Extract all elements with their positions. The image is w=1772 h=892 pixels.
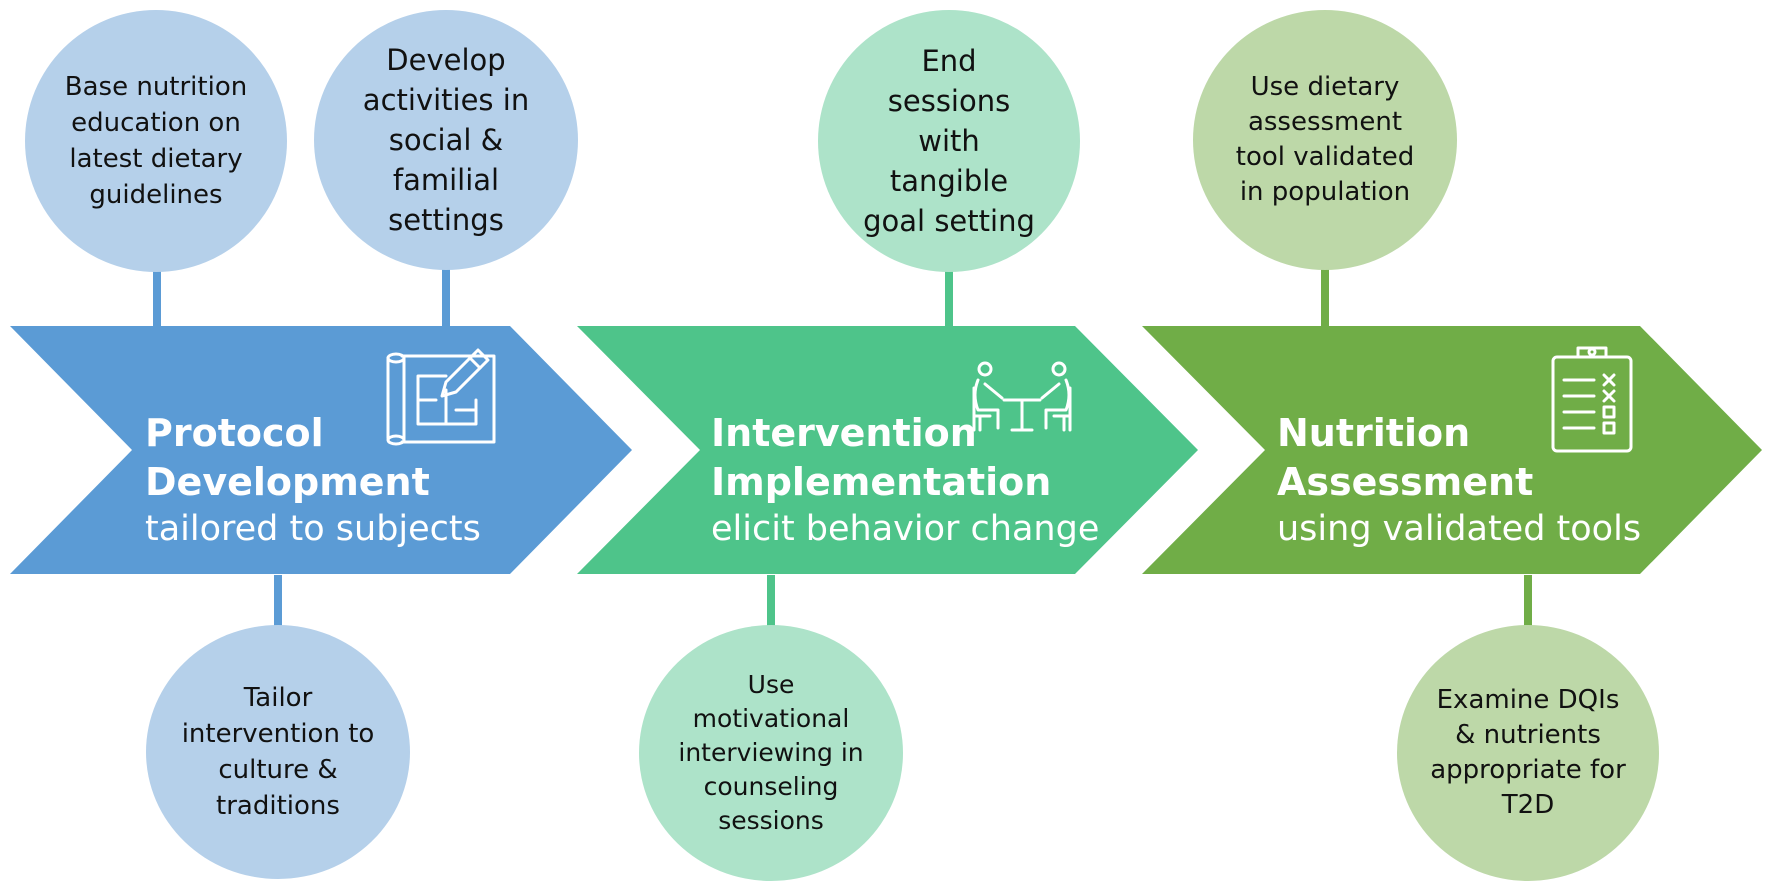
stage-subtitle: elicit behavior change	[711, 509, 1100, 549]
bubble-goal-setting: End sessions with tangible goal setting	[818, 10, 1080, 272]
stage-title-line1: Intervention	[711, 411, 977, 455]
bubble-motivational-interviewing: Use motivational interviewing in counsel…	[639, 625, 903, 881]
bubble-dqis-nutrients: Examine DQIs & nutrients appropriate for…	[1397, 625, 1659, 881]
bubble-text: End sessions with tangible goal setting	[863, 44, 1035, 238]
bubble-tailor-intervention: Tailor intervention to culture & traditi…	[146, 625, 410, 879]
bubble-text: Use dietary assessment tool validated in…	[1235, 72, 1415, 207]
stage-label-intervention: Intervention Implementation elicit behav…	[711, 409, 1099, 551]
stage-subtitle: using validated tools	[1277, 509, 1642, 549]
bubble-text: Examine DQIs & nutrients appropriate for…	[1430, 685, 1626, 820]
clipboard-checklist-icon	[1551, 346, 1633, 453]
stage-title-line1: Protocol	[145, 411, 324, 455]
stage-chevron-protocol	[10, 326, 632, 574]
bubble-social-activities: Develop activities in social & familial …	[314, 10, 578, 270]
stage-title-line1: Nutrition	[1277, 411, 1471, 455]
bubble-text: Base nutrition education on latest dieta…	[64, 72, 248, 210]
bubble-dietary-assessment-tool: Use dietary assessment tool validated in…	[1193, 10, 1457, 270]
stage-title-line2: Implementation	[711, 460, 1052, 504]
stage-label-assessment: Nutrition Assessment using validated too…	[1277, 409, 1641, 551]
stage-label-protocol: Protocol Development tailored to subject…	[145, 409, 481, 551]
blueprint-pencil-icon	[386, 348, 496, 446]
bubble-text: Develop activities in social & familial …	[362, 43, 530, 237]
bubble-text: Use motivational interviewing in counsel…	[678, 670, 864, 835]
counseling-meeting-icon	[972, 361, 1072, 432]
stage-title-line2: Assessment	[1277, 460, 1534, 504]
stage-chevron-intervention	[577, 326, 1198, 574]
stage-chevron-assessment	[1142, 326, 1762, 574]
stage-subtitle: tailored to subjects	[145, 509, 481, 549]
stage-title-line2: Development	[145, 460, 430, 504]
bubble-nutrition-education: Base nutrition education on latest dieta…	[25, 10, 287, 272]
bubble-text: Tailor intervention to culture & traditi…	[181, 683, 375, 821]
